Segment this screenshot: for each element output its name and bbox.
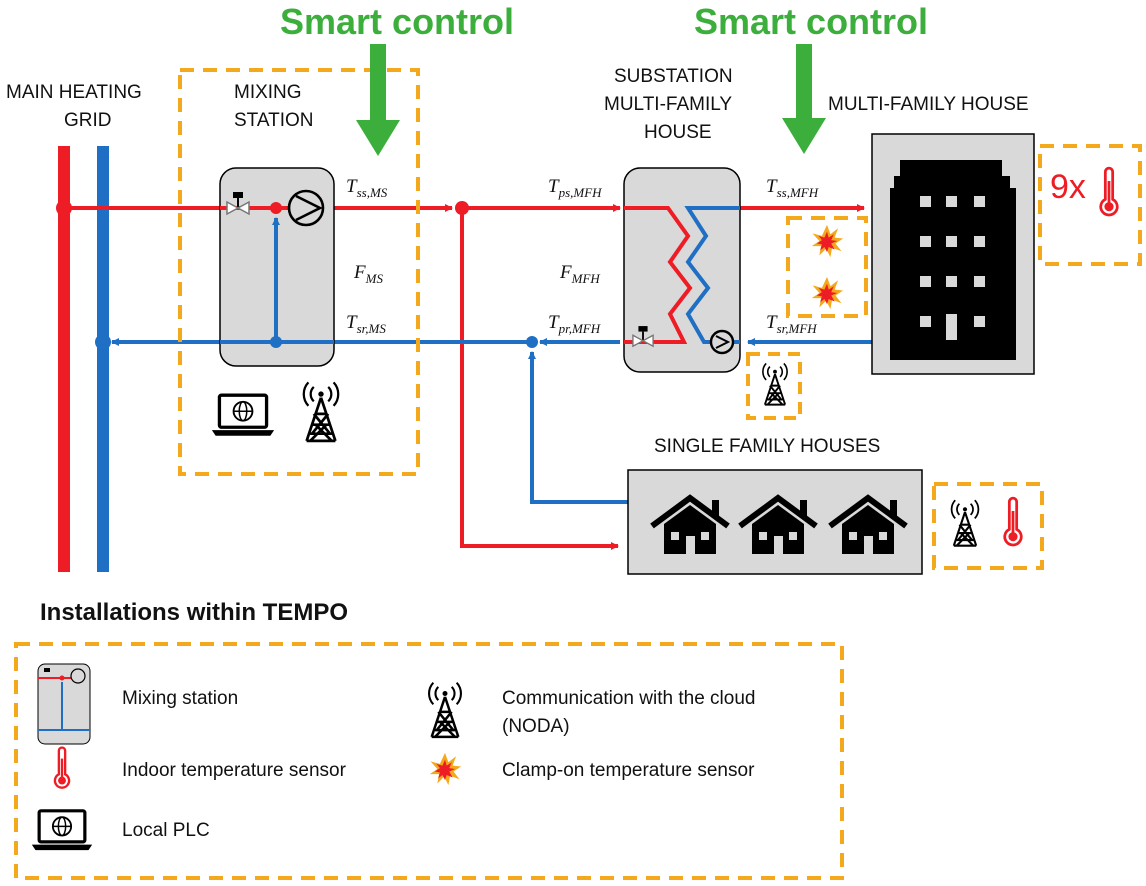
smart-control-arrow-2 xyxy=(782,44,826,154)
sensor-count: 9x xyxy=(1050,168,1086,206)
main-grid-label-2: GRID xyxy=(64,110,112,131)
clamp-sensor-dashed-box xyxy=(786,216,868,318)
smart-control-arrow-1 xyxy=(356,44,400,156)
substation-cloud-group xyxy=(746,352,802,420)
legend-cloud-1: Communication with the cloud xyxy=(502,688,755,709)
antenna-icon xyxy=(427,681,463,739)
sfh-label: SINGLE FAMILY HOUSES xyxy=(654,436,880,457)
indoor-sensor-dashed-box xyxy=(1038,144,1142,266)
mfh-building-icon xyxy=(890,160,1016,360)
return-node-join xyxy=(526,336,538,348)
smart-control-label-2: Smart control xyxy=(694,1,928,42)
multi-family-house: MULTI-FAMILY HOUSE 9x xyxy=(828,94,1142,375)
var-f-ms: FMS xyxy=(353,262,383,286)
mixing-station-dashed-box xyxy=(178,68,420,476)
mixing-station-icon xyxy=(37,663,91,745)
antenna-icon xyxy=(761,362,789,406)
clamp-sensor-icon xyxy=(811,276,844,310)
thermometer-icon xyxy=(53,746,71,789)
laptop-icon xyxy=(30,809,94,852)
single-family-houses: SINGLE FAMILY HOUSES xyxy=(627,436,1044,575)
laptop-icon xyxy=(210,393,276,438)
clamp-sensor-icon xyxy=(811,224,844,258)
antenna-icon xyxy=(950,499,980,547)
sfh-sensor-dashed-box xyxy=(932,482,1044,570)
clamp-sensor-icon xyxy=(429,752,462,786)
heat-exchanger-cold xyxy=(684,206,740,344)
substation: SUBSTATION MULTI-FAMILY HOUSE xyxy=(604,66,741,373)
mfh-label: MULTI-FAMILY HOUSE xyxy=(828,94,1029,115)
var-tps-mfh: Tps,MFH xyxy=(548,176,602,200)
supply-to-sfh xyxy=(460,208,619,550)
heat-exchanger-hot xyxy=(624,206,693,344)
mixing-station-label-1: MIXING xyxy=(234,82,302,103)
var-tsr-mfh: Tsr,MFH xyxy=(766,312,817,336)
legend-local-plc: Local PLC xyxy=(122,820,210,841)
mfh-windows xyxy=(920,196,985,340)
legend-clamp-sensor: Clamp-on temperature sensor xyxy=(502,760,755,781)
var-tpr-mfh: Tpr,MFH xyxy=(548,312,601,336)
substation-label-1: SUBSTATION xyxy=(614,66,733,87)
smart-control-2: Smart control xyxy=(694,1,928,154)
legend: Installations within TEMPO Mixing statio… xyxy=(14,599,844,880)
legend-title: Installations within TEMPO xyxy=(40,599,348,626)
return-node-main xyxy=(95,334,111,350)
smart-control-1: Smart control xyxy=(280,1,514,156)
mixing-station: MIXING STATION xyxy=(178,68,420,476)
legend-mixing-station: Mixing station xyxy=(122,688,238,709)
smart-control-label-1: Smart control xyxy=(280,1,514,42)
antenna-icon xyxy=(302,380,340,443)
main-grid-supply-pipe xyxy=(58,146,70,572)
main-grid-return-pipe xyxy=(97,146,109,572)
main-grid-label-1: MAIN HEATING xyxy=(6,82,142,103)
clamp-sensor-group xyxy=(786,216,868,318)
substation-unit xyxy=(623,167,741,373)
supply-pipes xyxy=(64,204,865,550)
legend-cloud-2: (NODA) xyxy=(502,716,570,737)
var-f-mfh: FMFH xyxy=(559,262,600,286)
main-grid: MAIN HEATING GRID xyxy=(6,82,142,572)
var-tss-ms: Tss,MS xyxy=(346,176,388,200)
supply-node-main xyxy=(56,200,72,216)
mixing-node xyxy=(270,202,282,214)
substation-cloud-dashed-box xyxy=(746,352,802,420)
thermometer-icon xyxy=(1099,166,1119,217)
legend-indoor-sensor: Indoor temperature sensor xyxy=(122,760,347,781)
mixing-return-node xyxy=(270,336,282,348)
pump-icon xyxy=(287,189,325,227)
return-sfh-to-node xyxy=(528,351,628,504)
supply-node-split xyxy=(455,201,469,215)
var-tsr-ms: Tsr,MS xyxy=(346,312,386,336)
thermometer-icon xyxy=(1003,496,1023,547)
mixing-station-label-2: STATION xyxy=(234,110,314,131)
substation-label-2: MULTI-FAMILY xyxy=(604,94,732,115)
var-tss-mfh: Tss,MFH xyxy=(766,176,819,200)
legend-dashed-box xyxy=(14,642,844,880)
substation-label-3: HOUSE xyxy=(644,122,712,143)
